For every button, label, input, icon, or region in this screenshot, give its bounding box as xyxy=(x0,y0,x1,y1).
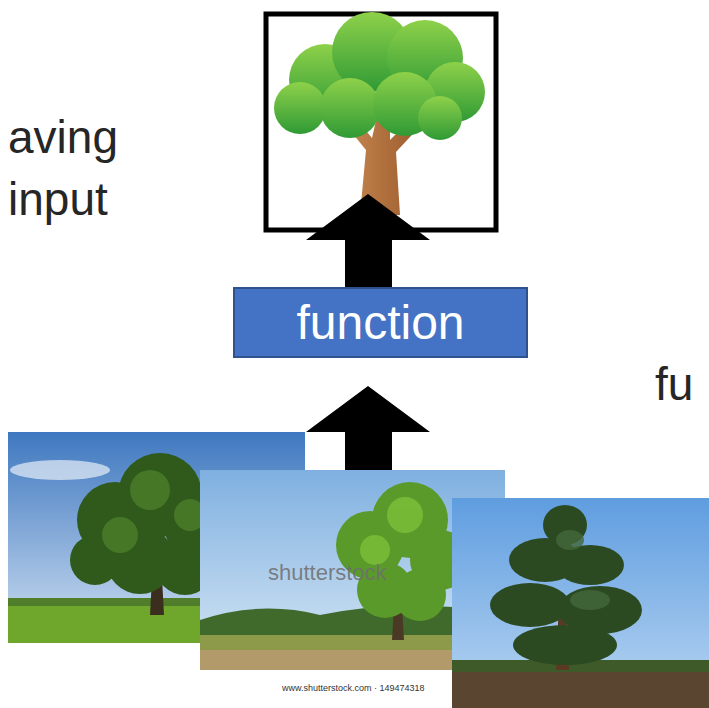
tree-icon xyxy=(266,12,496,230)
slide-text: fu xyxy=(655,357,693,411)
photo-caption: www.shutterstock.com · 149474318 xyxy=(282,683,425,693)
box-label: function xyxy=(296,295,464,350)
slide-text: aving xyxy=(8,110,118,164)
process-box: function xyxy=(233,287,528,358)
slide-text: input xyxy=(8,172,108,226)
up-arrow xyxy=(306,194,430,287)
up-arrow xyxy=(306,386,430,480)
tree-photo xyxy=(452,498,709,708)
watermark: shutterstock xyxy=(268,560,387,586)
